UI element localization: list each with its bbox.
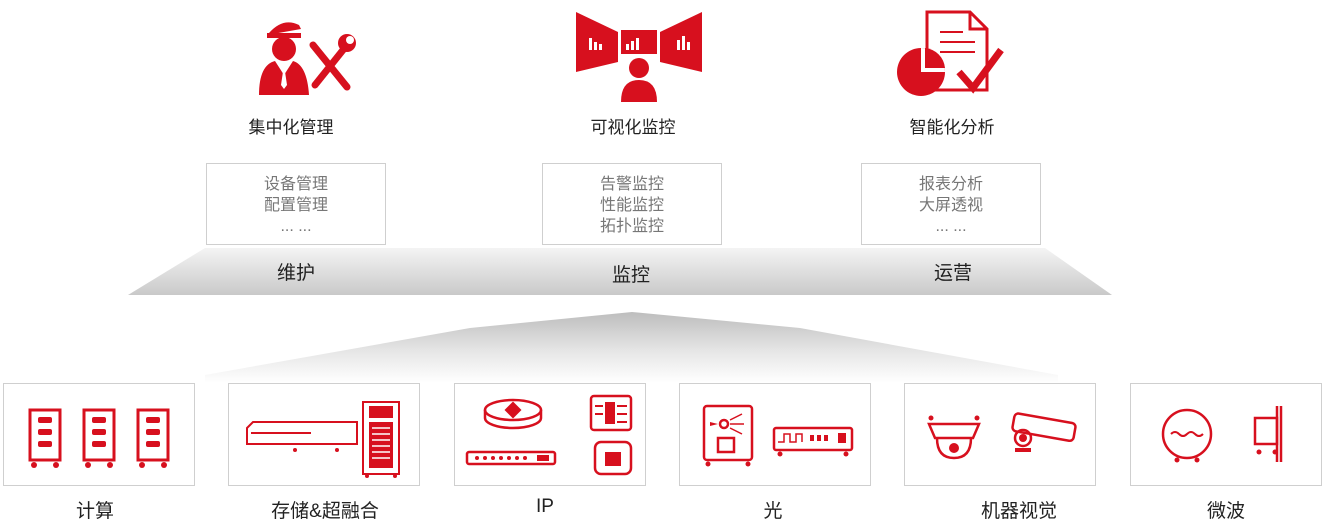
- optical-transport-icon: [700, 402, 860, 472]
- device-box-microwave: [1130, 383, 1322, 486]
- feature-box-monitoring: 告警监控 性能监控 拓扑监控: [542, 163, 722, 245]
- storage-device-icon: [243, 398, 408, 478]
- device-label-vision: 机器视觉: [980, 501, 1057, 522]
- top-label-intelligent: 智能化分析: [909, 118, 995, 137]
- router-switch-icon: [465, 394, 637, 480]
- feature-line: ... ...: [935, 218, 967, 235]
- feature-box-operation: 报表分析 大屏透视 ... ...: [861, 163, 1041, 245]
- device-label-ip: IP: [536, 496, 554, 517]
- technician-tools-icon: [255, 15, 360, 95]
- layer-label-operation: 运营: [933, 263, 972, 284]
- top-label-visual: 可视化监控: [590, 118, 676, 137]
- device-box-storage: [228, 383, 420, 486]
- feature-line: 报表分析: [918, 176, 983, 193]
- feature-line: ... ...: [280, 218, 312, 235]
- device-label-storage: 存储&超融合: [271, 501, 379, 522]
- monitoring-screens-icon: [574, 10, 704, 102]
- device-box-ip: [454, 383, 646, 486]
- report-pie-check-icon: [895, 10, 1005, 102]
- feature-line: 告警监控: [599, 176, 664, 193]
- device-label-compute: 计算: [75, 501, 114, 522]
- feature-line: 配置管理: [263, 197, 328, 214]
- device-box-compute: [3, 383, 195, 486]
- device-box-optical: [679, 383, 871, 486]
- device-label-optical: 光: [763, 501, 783, 522]
- server-rack-icon: [26, 408, 176, 470]
- feature-line: 大屏透视: [918, 197, 983, 214]
- layer-label-monitoring: 监控: [611, 265, 650, 286]
- microwave-antenna-icon: [1159, 402, 1299, 470]
- camera-icon: [923, 410, 1083, 466]
- device-box-vision: [904, 383, 1096, 486]
- feature-box-maintenance: 设备管理 配置管理 ... ...: [206, 163, 386, 245]
- feature-line: 设备管理: [263, 176, 328, 193]
- device-label-microwave: 微波: [1206, 501, 1245, 522]
- feature-line: 性能监控: [599, 197, 664, 214]
- feature-line: 拓扑监控: [599, 218, 664, 235]
- layer-label-maintenance: 维护: [276, 263, 315, 284]
- top-label-centralized: 集中化管理: [248, 118, 334, 137]
